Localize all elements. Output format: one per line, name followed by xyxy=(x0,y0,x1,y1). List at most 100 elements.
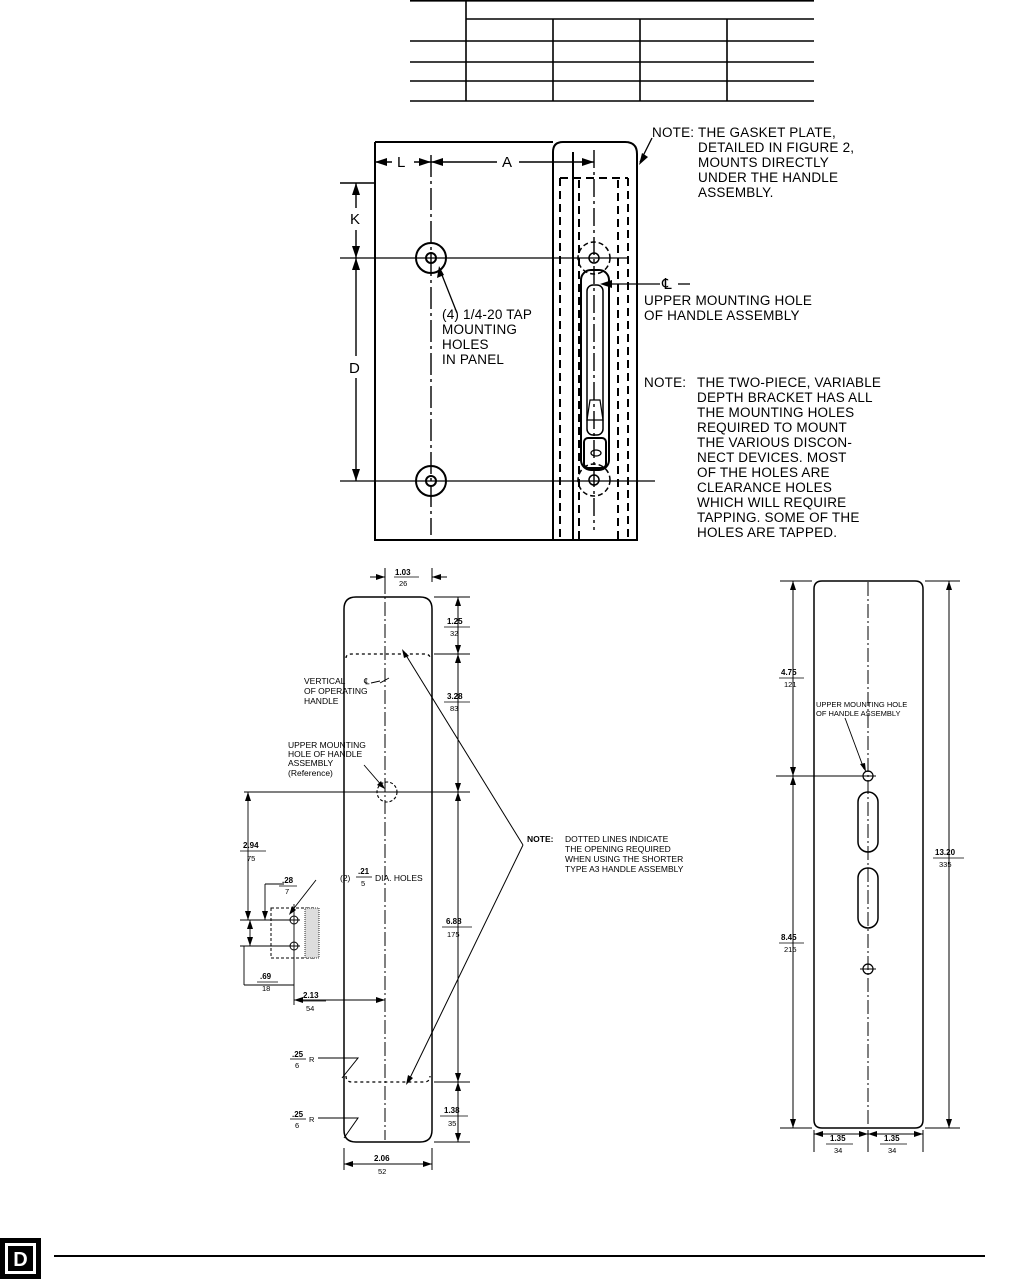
dim-radius-upper: .25 6 R xyxy=(290,1050,315,1070)
svg-text:34: 34 xyxy=(888,1146,896,1155)
dim-8-45: 8.45 215 xyxy=(779,933,804,954)
svg-text:WHEN USING THE SHORTER: WHEN USING THE SHORTER xyxy=(565,854,683,864)
dim-label-L: L xyxy=(397,154,405,171)
panel-hole-label-3: HOLES xyxy=(442,337,489,352)
svg-text:2.94: 2.94 xyxy=(243,841,259,850)
svg-text:UNDER THE HANDLE: UNDER THE HANDLE xyxy=(698,170,838,185)
panel-hole-label-1: (4) 1/4-20 TAP xyxy=(442,307,532,322)
dim-2-06: 2.06 52 xyxy=(371,1154,398,1176)
dia-holes-label: (2) .21 5 DIA. HOLES xyxy=(340,867,423,888)
svg-text:2.13: 2.13 xyxy=(303,991,319,1000)
svg-text:ASSEMBLY: ASSEMBLY xyxy=(288,758,334,768)
upper-hole-label-2: OF HANDLE ASSEMBLY xyxy=(644,308,800,323)
svg-text:THE TWO-PIECE, VARIABLE: THE TWO-PIECE, VARIABLE xyxy=(697,375,881,390)
svg-text:D: D xyxy=(13,1249,27,1271)
svg-text:NECT DEVICES. MOST: NECT DEVICES. MOST xyxy=(697,450,847,465)
svg-text:℄: ℄ xyxy=(363,676,370,686)
svg-text:HOLES ARE TAPPED.: HOLES ARE TAPPED. xyxy=(697,525,837,540)
svg-text:VERTICAL: VERTICAL xyxy=(304,676,346,686)
dim-label-K: K xyxy=(350,211,360,228)
svg-text:7: 7 xyxy=(285,887,289,896)
svg-text:OF THE HOLES ARE: OF THE HOLES ARE xyxy=(697,465,830,480)
svg-text:1.38: 1.38 xyxy=(444,1106,460,1115)
svg-text:ASSEMBLY.: ASSEMBLY. xyxy=(698,185,774,200)
svg-text:18: 18 xyxy=(262,984,270,993)
svg-text:1.35: 1.35 xyxy=(830,1134,846,1143)
svg-text:HANDLE: HANDLE xyxy=(304,696,339,706)
svg-text:3.28: 3.28 xyxy=(447,692,463,701)
svg-text:THE VARIOUS DISCON-: THE VARIOUS DISCON- xyxy=(697,435,852,450)
svg-text:REQUIRED TO MOUNT: REQUIRED TO MOUNT xyxy=(697,420,847,435)
svg-text:32: 32 xyxy=(450,629,458,638)
svg-text:OF OPERATING: OF OPERATING xyxy=(304,686,368,696)
svg-text:54: 54 xyxy=(306,1004,314,1013)
note-gasket-plate: NOTE: THE GASKET PLATE, DETAILED IN FIGU… xyxy=(652,125,854,200)
panel-hole-label-4: IN PANEL xyxy=(442,352,504,367)
dim-2-94: 2.94 75 xyxy=(240,841,266,863)
svg-text:83: 83 xyxy=(450,704,458,713)
dim-28: .28 7 xyxy=(279,876,297,896)
dim-radius-lower: .25 6 R xyxy=(290,1110,315,1130)
svg-text:2.06: 2.06 xyxy=(374,1154,390,1163)
figure1-panel-view: L A K D (4) 1/4-20 TAP MOUNTING HOLES IN… xyxy=(340,125,881,541)
svg-text:TAPPING. SOME OF THE: TAPPING. SOME OF THE xyxy=(697,510,860,525)
dim-13-20: 13.20 335 xyxy=(933,848,964,869)
svg-text:8.45: 8.45 xyxy=(781,933,797,942)
svg-text:6.88: 6.88 xyxy=(446,917,462,926)
svg-text:DOTTED LINES INDICATE: DOTTED LINES INDICATE xyxy=(565,834,669,844)
dim-1-38: 1.38 35 xyxy=(440,1106,468,1128)
dim-3-28: 3.28 83 xyxy=(444,692,470,713)
centerline-symbol: ℄ xyxy=(661,276,672,293)
dim-1-35-right: 1.35 34 xyxy=(880,1134,907,1155)
svg-text:TYPE A3 HANDLE ASSEMBLY: TYPE A3 HANDLE ASSEMBLY xyxy=(565,864,684,874)
dim-6-88: 6.88 175 xyxy=(442,917,472,939)
svg-text:34: 34 xyxy=(834,1146,842,1155)
svg-text:UPPER MOUNTING HOLE: UPPER MOUNTING HOLE xyxy=(816,700,907,709)
upper-ref-label: UPPER MOUNTING HOLE OF HANDLE ASSEMBLY (… xyxy=(288,740,366,778)
svg-text:R: R xyxy=(309,1055,315,1064)
svg-text:WHICH WILL REQUIRE: WHICH WILL REQUIRE xyxy=(697,495,846,510)
svg-text:1.25: 1.25 xyxy=(447,617,463,626)
svg-text:DETAILED IN FIGURE 2,: DETAILED IN FIGURE 2, xyxy=(698,140,854,155)
svg-text:6: 6 xyxy=(295,1061,299,1070)
svg-text:NOTE:: NOTE: xyxy=(652,125,694,140)
note-variable-bracket: NOTE: THE TWO-PIECE, VARIABLE DEPTH BRAC… xyxy=(644,375,881,540)
dim-1-35-left: 1.35 34 xyxy=(826,1134,853,1155)
dim-label-A: A xyxy=(502,154,512,171)
svg-text:R: R xyxy=(309,1115,315,1124)
upper-hole-label-1: UPPER MOUNTING HOLE xyxy=(644,293,812,308)
svg-text:335: 335 xyxy=(939,860,952,869)
svg-text:26: 26 xyxy=(399,579,407,588)
svg-text:6: 6 xyxy=(295,1121,299,1130)
svg-text:75: 75 xyxy=(247,854,255,863)
square-d-logo: D xyxy=(0,1238,41,1279)
panel-hole-label-2: MOUNTING xyxy=(442,322,517,337)
svg-text:175: 175 xyxy=(447,930,460,939)
svg-text:.69: .69 xyxy=(260,972,272,981)
svg-text:DIA. HOLES: DIA. HOLES xyxy=(375,873,423,883)
svg-text:THE OPENING REQUIRED: THE OPENING REQUIRED xyxy=(565,844,671,854)
svg-text:121: 121 xyxy=(784,680,797,689)
svg-text:THE MOUNTING HOLES: THE MOUNTING HOLES xyxy=(697,405,854,420)
dimension-table xyxy=(410,0,814,102)
dim-4-75: 4.75 121 xyxy=(779,668,804,689)
figure3-bracket: UPPER MOUNTING HOLE OF HANDLE ASSEMBLY 4… xyxy=(776,580,964,1155)
svg-text:OF HANDLE ASSEMBLY: OF HANDLE ASSEMBLY xyxy=(816,709,900,718)
dim-2-13: 2.13 54 xyxy=(300,991,326,1013)
svg-text:4.75: 4.75 xyxy=(781,668,797,677)
svg-text:(Reference): (Reference) xyxy=(288,768,333,778)
dim-69: .69 18 xyxy=(257,972,278,993)
svg-text:.25: .25 xyxy=(292,1050,304,1059)
dim-1-03: 1.03 26 xyxy=(394,568,419,588)
vertical-cl-label: VERTICAL ℄ OF OPERATING HANDLE xyxy=(304,676,370,706)
svg-text:.25: .25 xyxy=(292,1110,304,1119)
svg-text:(2): (2) xyxy=(340,873,351,883)
dim-label-D: D xyxy=(349,360,360,377)
svg-text:NOTE:: NOTE: xyxy=(644,375,686,390)
footer: D xyxy=(0,1238,985,1279)
svg-text:HOLE OF HANDLE: HOLE OF HANDLE xyxy=(288,749,362,759)
svg-text:1.03: 1.03 xyxy=(395,568,411,577)
svg-text:13.20: 13.20 xyxy=(935,848,956,857)
svg-text:35: 35 xyxy=(448,1119,456,1128)
